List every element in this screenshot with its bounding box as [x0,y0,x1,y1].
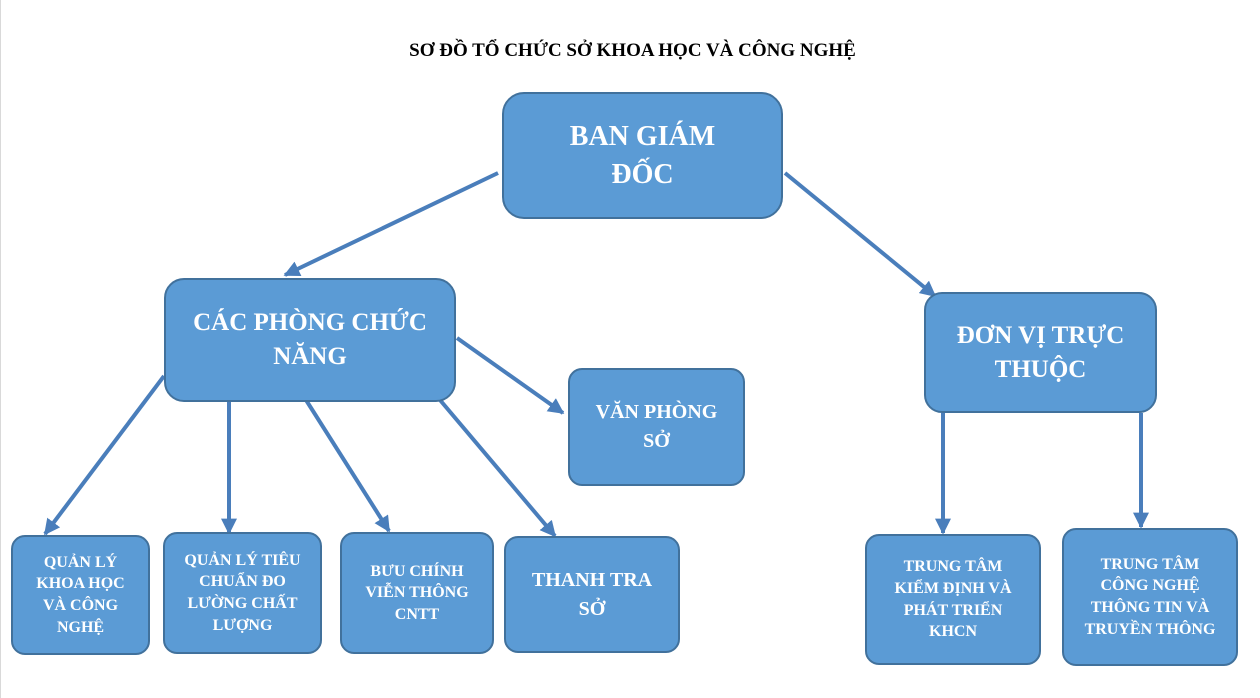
arrow-phong-to-buuchinh [304,398,391,533]
arrow-phong-to-thanhtra [438,398,557,538]
node-label: ĐƠN VỊ TRỰC THUỘC [956,321,1125,383]
node-label: VĂN PHÒNG SỞ [595,401,718,452]
node-label: TRUNG TÂM KIỂM ĐỊNH VÀ PHÁT TRIỂN KHCN [894,558,1012,641]
node-label: CÁC PHÒNG CHỨC NĂNG [193,309,427,370]
node-trung-tam-kiem-dinh: TRUNG TÂM KIỂM ĐỊNH VÀ PHÁT TRIỂN KHCN [865,534,1041,665]
node-trung-tam-cntt: TRUNG TÂM CÔNG NGHỆ THÔNG TIN VÀ TRUYỀN … [1062,528,1238,666]
node-thanh-tra-so: THANH TRA SỞ [504,536,680,653]
node-ban-giam-doc: BAN GIÁM ĐỐC [502,92,783,219]
node-van-phong-so: VĂN PHÒNG SỞ [568,368,745,486]
node-quan-ly-khoa-hoc-cong-nghe: QUẢN LÝ KHOA HỌC VÀ CÔNG NGHỆ [11,535,150,655]
node-label: QUẢN LÝ KHOA HỌC VÀ CÔNG NGHỆ [36,553,125,636]
arrow-bgd-to-donvi [783,171,937,298]
page-left-border [0,0,1,698]
node-label: QUẢN LÝ TIÊU CHUẨN ĐO LƯỜNG CHẤT LƯỢNG [184,551,301,634]
node-label: BAN GIÁM ĐỐC [569,120,716,190]
node-cac-phong-chuc-nang: CÁC PHÒNG CHỨC NĂNG [164,278,456,402]
diagram-title: SƠ ĐỒ TỔ CHỨC SỞ KHOA HỌC VÀ CÔNG NGHỆ [409,40,856,61]
node-don-vi-truc-thuoc: ĐƠN VỊ TRỰC THUỘC [924,292,1157,413]
node-label: TRUNG TÂM CÔNG NGHỆ THÔNG TIN VÀ TRUYỀN … [1084,555,1216,638]
arrow-phong-to-vanphong [455,336,565,415]
node-quan-ly-tieu-chuan: QUẢN LÝ TIÊU CHUẨN ĐO LƯỜNG CHẤT LƯỢNG [163,532,322,654]
arrow-phong-to-qlkhcn [43,374,166,536]
node-label: BƯU CHÍNH VIỄN THÔNG CNTT [365,562,469,623]
node-label: THANH TRA SỞ [531,568,653,620]
arrow-bgd-to-phong [283,171,499,277]
node-buu-chinh-vien-thong: BƯU CHÍNH VIỄN THÔNG CNTT [340,532,494,654]
